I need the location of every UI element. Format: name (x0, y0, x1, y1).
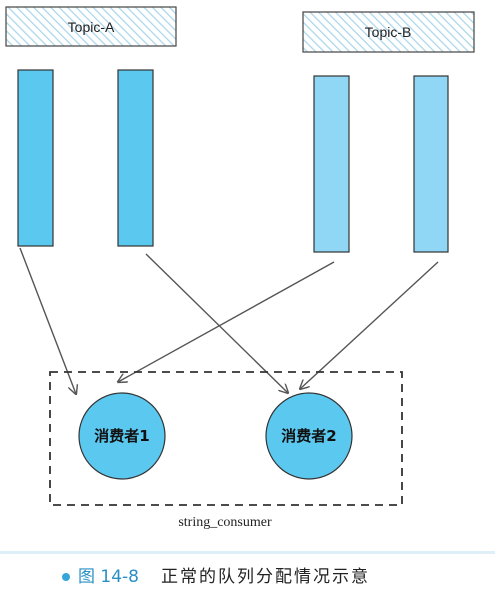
topic-a-box (5, 6, 177, 47)
consumer-2-label: 消费者2 (281, 427, 336, 445)
topic-b: Topic-B (302, 11, 475, 53)
figure-number: 图 14-8 (78, 567, 139, 587)
consumer-1-label: 消费者1 (94, 427, 149, 445)
consumer-1: 消费者1 (78, 392, 166, 480)
consumer-1-circle (78, 392, 166, 480)
arrow-a2-to-consumer-2 (145, 253, 288, 393)
arrow-b1-to-consumer-1 (118, 261, 335, 382)
consumer-2-circle (265, 392, 353, 480)
topic-a-queue-1 (17, 69, 54, 247)
consumer-group-box (49, 371, 403, 506)
topic-a: Topic-A (5, 6, 177, 47)
arrow-a1-to-consumer-1 (19, 247, 76, 394)
consumer-group-label: string_consumer (178, 515, 272, 530)
arrow-b2-to-consumer-2 (300, 261, 439, 389)
consumer-2: 消费者2 (265, 392, 353, 480)
topic-b-box (302, 11, 475, 53)
topic-a-queue-2 (117, 69, 154, 247)
figure-caption: 图 14-8 正常的队列分配情况示意 (0, 551, 495, 591)
figure-title: 正常的队列分配情况示意 (161, 567, 370, 587)
topic-b-label: Topic-B (365, 24, 412, 40)
topic-a-label: Topic-A (68, 19, 115, 35)
queue-allocation-diagram: Topic-A Topic-B 消费者1 消费者2 string_co (5, 6, 475, 530)
topic-b-queue-1 (313, 75, 350, 253)
topic-b-queue-2 (413, 75, 449, 253)
caption-bullet-icon (62, 573, 70, 581)
